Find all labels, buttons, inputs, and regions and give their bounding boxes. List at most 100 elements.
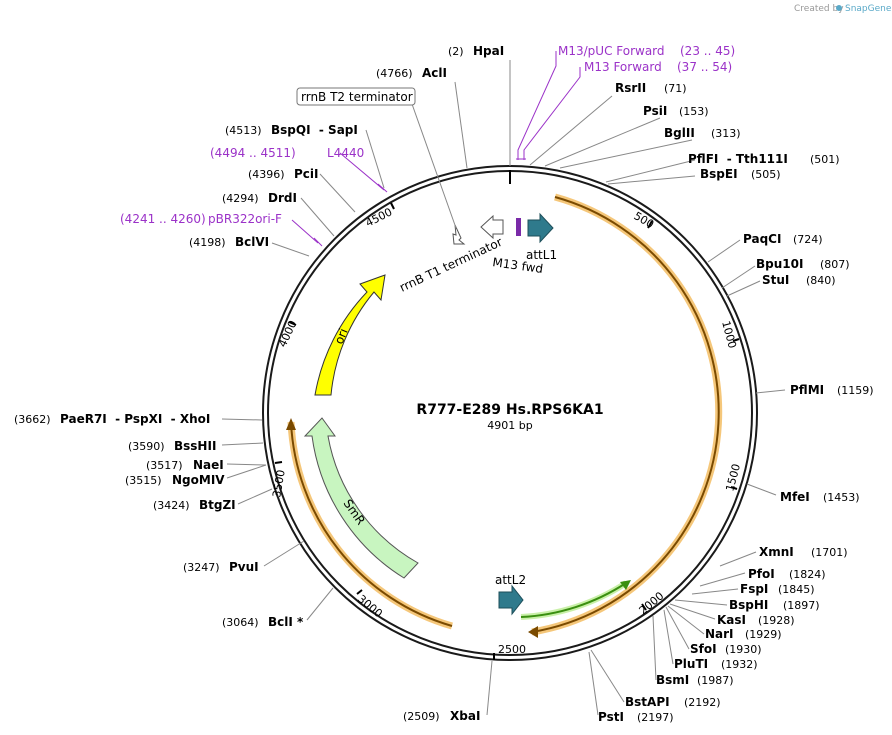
- site-bpu10i[interactable]: Bpu10I: [756, 257, 803, 271]
- site-nari[interactable]: NarI: [705, 627, 734, 641]
- primer-pbr322ori-f[interactable]: pBR322ori-F: [208, 212, 282, 226]
- site-sfoi[interactable]: SfoI: [690, 642, 717, 656]
- site-pos-rsrii: (71): [664, 82, 687, 95]
- site-bsphi[interactable]: BspHI: [729, 598, 768, 612]
- site-pos-pflfi: (501): [810, 153, 840, 166]
- site-pos-bcli: (3064): [222, 616, 259, 629]
- site-bstapi[interactable]: BstAPI: [625, 695, 670, 709]
- primer-m13-forward[interactable]: M13 Forward: [584, 60, 662, 74]
- site-psii[interactable]: PsiI: [643, 104, 667, 118]
- site-pflfi-tth111i[interactable]: PflFI - Tth111I: [688, 152, 788, 166]
- attl1-label: attL1: [526, 248, 557, 262]
- site-pos-bglii: (313): [711, 127, 741, 140]
- site-fspi[interactable]: FspI: [740, 582, 768, 596]
- site-pos-xbai: (2509): [403, 710, 440, 723]
- site-pos-nari: (1929): [745, 628, 782, 641]
- primer-range-l4440: (4494 .. 4511): [210, 146, 296, 160]
- site-bcli[interactable]: BclI *: [268, 615, 304, 629]
- site-paer7i-pspxi-xhoi[interactable]: PaeR7I - PspXI - XhoI: [60, 412, 210, 426]
- site-pos-psti: (2197): [637, 711, 674, 724]
- site-pos-btgzi: (3424): [153, 499, 190, 512]
- orange-feature-arc-right: [531, 196, 720, 633]
- site-bspei[interactable]: BspEI: [700, 167, 738, 181]
- site-bsshii[interactable]: BssHII: [174, 439, 216, 453]
- primer-range-pbr322ori: (4241 .. 4260): [120, 212, 206, 226]
- ori-arrow: [314, 274, 386, 396]
- scale-ticks: [274, 202, 740, 660]
- site-pos-pflmi: (1159): [837, 384, 874, 397]
- site-pos-hpai: (2): [448, 45, 464, 58]
- orange-feature-arrowhead-left: [286, 418, 296, 430]
- site-pos-xmni: (1701): [811, 546, 848, 559]
- rrnb-t2-label: rrnB T2 terminator: [301, 90, 413, 104]
- site-pos-bclvi: (4198): [189, 236, 226, 249]
- site-xmni[interactable]: XmnI: [759, 545, 794, 559]
- site-pos-drdi: (4294): [222, 192, 259, 205]
- site-acli[interactable]: AclI: [422, 66, 447, 80]
- tick-label-2500: 2500: [498, 643, 526, 656]
- rrnb-t1-arrow: [480, 214, 504, 240]
- tick-label-500: 500: [632, 209, 657, 231]
- tick-3000: [356, 589, 363, 595]
- site-pos-fspi: (1845): [778, 583, 815, 596]
- site-pvui[interactable]: PvuI: [229, 560, 259, 574]
- site-pos-bstapi: (2192): [684, 696, 721, 709]
- green-arrowhead: [620, 580, 631, 590]
- site-naei[interactable]: NaeI: [193, 458, 224, 472]
- primer-l4440[interactable]: L4440: [327, 146, 364, 160]
- site-bsmi[interactable]: BsmI: [656, 673, 689, 687]
- tick-1000: [732, 338, 740, 342]
- site-pos-pvui: (3247): [183, 561, 220, 574]
- primer-range-m13-puc: (23 .. 45): [680, 44, 735, 58]
- site-drdi[interactable]: DrdI: [268, 191, 297, 205]
- site-pflmi[interactable]: PflMI: [790, 383, 824, 397]
- site-rsrii[interactable]: RsrII: [615, 81, 646, 95]
- site-ngomiv[interactable]: NgoMIV: [172, 473, 225, 487]
- site-pos-acli: (4766): [376, 67, 413, 80]
- tick-1500: [730, 486, 738, 490]
- site-stui[interactable]: StuI: [762, 273, 789, 287]
- site-btgzi[interactable]: BtgZI: [199, 498, 236, 512]
- plasmid-name: R777-E289 Hs.RPS6KA1: [416, 402, 603, 418]
- orange-feature-arc-left: [290, 421, 453, 627]
- site-bglii[interactable]: BglII: [664, 126, 695, 140]
- snapgene-logo-icon: [836, 5, 842, 11]
- tick-500: [647, 220, 653, 229]
- rrnb-t2-arrow: [452, 224, 466, 245]
- site-xbai[interactable]: XbaI: [450, 709, 480, 723]
- tick-3500: [274, 461, 283, 464]
- primer-range-m13: (37 .. 54): [677, 60, 732, 74]
- site-pos-sfoi: (1930): [725, 643, 762, 656]
- site-pos-bspei: (505): [751, 168, 781, 181]
- site-psti[interactable]: PstI: [598, 710, 624, 724]
- tick-label-3500: 3500: [270, 469, 288, 499]
- site-bspqi-sapi[interactable]: BspQI - SapI: [271, 123, 358, 137]
- primer-m13-puc-forward[interactable]: M13/pUC Forward: [558, 44, 665, 58]
- orange-feature-arrowhead-right: [528, 626, 538, 638]
- site-pos-bspqi: (4513): [225, 124, 262, 137]
- site-hpai[interactable]: HpaI: [473, 44, 504, 58]
- site-pfoi[interactable]: PfoI: [748, 567, 775, 581]
- rrnb-t2-box: [296, 87, 416, 106]
- rrnb-t2-leader: [411, 103, 457, 229]
- smr-arrow: [303, 417, 419, 579]
- site-pos-bsmi: (1987): [697, 674, 734, 687]
- site-pos-paqci: (724): [793, 233, 823, 246]
- site-pos-ngomiv: (3515): [125, 474, 162, 487]
- site-pos-bpu10i: (807): [820, 258, 850, 271]
- credit-brand: SnapGene: [845, 4, 892, 14]
- primer-leaders: [291, 51, 581, 247]
- credit-prefix: Created by: [794, 4, 844, 14]
- site-pos-pcii: (4396): [248, 168, 285, 181]
- site-mfei[interactable]: MfeI: [780, 490, 810, 504]
- site-pcii[interactable]: PciI: [294, 167, 319, 181]
- site-pos-kasi: (1928): [758, 614, 795, 627]
- site-kasi[interactable]: KasI: [717, 613, 746, 627]
- site-pos-bsphi: (1897): [783, 599, 820, 612]
- site-paqci[interactable]: PaqCI: [743, 232, 781, 246]
- site-pluti[interactable]: PluTI: [674, 657, 708, 671]
- site-bclvi[interactable]: BclVI: [235, 235, 269, 249]
- attl2-arrow: [498, 584, 524, 616]
- ori-label: ori: [332, 326, 351, 346]
